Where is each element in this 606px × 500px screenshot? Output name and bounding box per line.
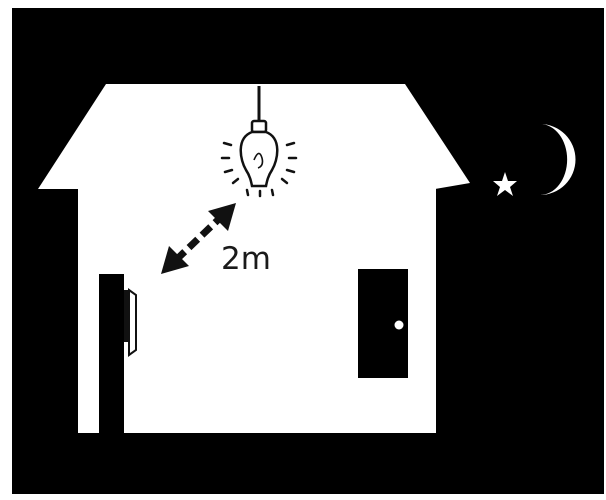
door-knob	[395, 321, 404, 330]
bulb-socket	[252, 121, 266, 132]
side-door-icon	[99, 274, 124, 434]
door-icon	[358, 269, 408, 378]
distance-label: 2m	[221, 241, 271, 277]
